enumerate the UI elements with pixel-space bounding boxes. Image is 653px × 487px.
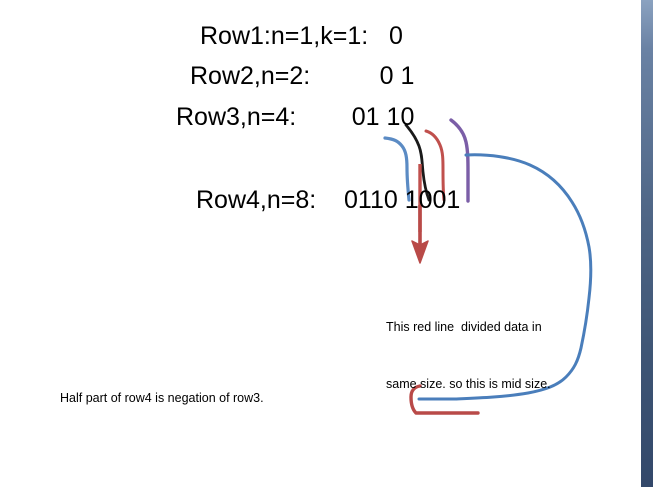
red-line-annotation-line1: This red line divided data in — [386, 320, 542, 334]
row4-text: Row4,n=8: 0110 1001 — [196, 186, 461, 214]
row1-text: Row1:n=1,k=1: 0 — [200, 22, 403, 50]
red-line-annotation-line2: same size. so this is mid size. — [386, 377, 551, 391]
red-line-annotation: This red line divided data in same size.… — [386, 280, 551, 432]
slide-edge-strip — [641, 0, 653, 487]
row2-text: Row2,n=2: 0 1 — [190, 62, 415, 90]
half-part-annotation: Half part of row4 is negation of row3. — [60, 391, 264, 405]
row3-text: Row3,n=4: 01 10 — [176, 103, 415, 131]
